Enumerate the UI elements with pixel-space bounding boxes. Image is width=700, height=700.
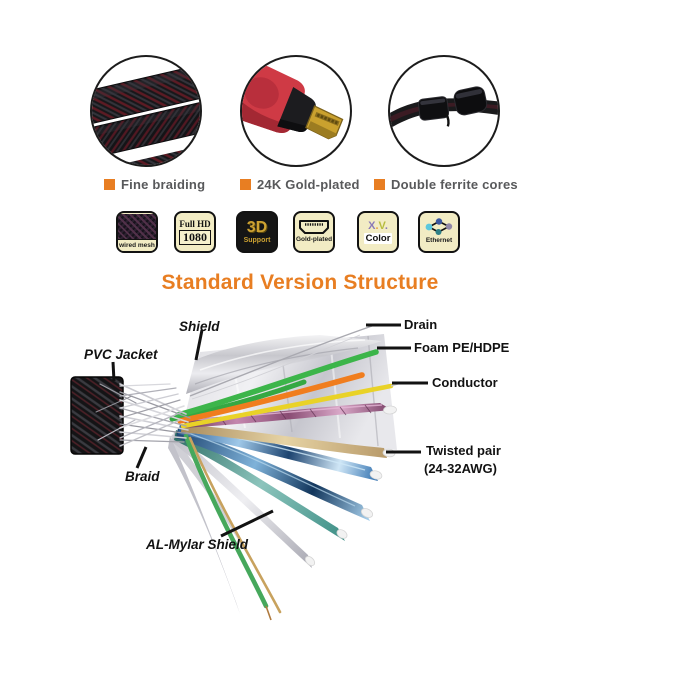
hdmi-plug-photo-art	[242, 64, 344, 140]
foil-strip-purple	[184, 403, 392, 428]
foil-strip-tan	[181, 424, 387, 458]
tan-wire-bottom	[188, 436, 282, 614]
feature-label: 24K Gold-plated	[257, 177, 360, 192]
badge-xv-color: X.V. Color	[357, 211, 399, 253]
orange-square-bullet-icon	[374, 179, 385, 190]
feature-label: Fine braiding	[121, 177, 206, 192]
feature-gold-plated: 24K Gold-plated	[240, 177, 360, 192]
badge-full-hd-1080: Full HD 1080	[174, 211, 216, 253]
ethernet-network-icon	[425, 218, 453, 235]
braiding-photo	[90, 55, 202, 167]
copper-tip	[265, 605, 272, 621]
label-shield: Shield	[179, 319, 220, 334]
badge-label: Gold-plated	[295, 236, 333, 243]
section-title: Standard Version Structure	[161, 271, 439, 294]
braid-strands	[95, 383, 191, 447]
orange-square-bullet-icon	[240, 179, 251, 190]
label-pvc-jacket: PVC Jacket	[84, 347, 158, 362]
braiding-photo-art	[92, 63, 200, 165]
label-drain: Drain	[404, 317, 438, 332]
leader-lines	[111, 323, 428, 538]
ferrite-cores-photo-art	[390, 86, 498, 129]
foil-strip-blue	[178, 424, 378, 481]
label-foam-pe-hdpe: Foam PE/HDPE	[414, 340, 510, 355]
hdmi-plug-photo	[240, 55, 352, 167]
feature-fine-braiding: Fine braiding	[104, 177, 205, 192]
xv-letter: V	[378, 219, 385, 232]
yellow-wire	[180, 383, 394, 429]
label-twisted-pair: Twisted pair	[426, 443, 501, 458]
feature-label: Double ferrite cores	[391, 177, 518, 192]
xv-letter: X	[368, 219, 376, 232]
orange-wire	[177, 372, 365, 424]
shield-foil	[186, 335, 382, 394]
badge-ethernet: Ethernet	[418, 211, 460, 253]
pvc-jacket-block	[70, 376, 124, 455]
label-braid: Braid	[125, 469, 160, 484]
label-al-mylar-shield: AL-Mylar Shield	[146, 537, 249, 552]
ferrite-cores-photo	[388, 55, 500, 167]
foil-strip-silver	[170, 434, 276, 606]
green-wire-2	[169, 379, 307, 422]
badge-label-bottom: Support	[243, 236, 271, 244]
foil-tips	[304, 405, 397, 567]
badge-label-top: Full HD	[179, 219, 211, 229]
badge-gold-plated: Gold-plated	[293, 211, 335, 253]
badge-label-bottom: 1080	[179, 230, 211, 245]
hdmi-connector-icon	[299, 220, 329, 234]
badge-label: Color	[363, 232, 393, 244]
drain-wire	[189, 325, 373, 397]
green-wire	[175, 349, 379, 418]
xv-letters: X.V.	[368, 219, 388, 232]
label-awg: (24-32AWG)	[424, 461, 497, 476]
foil-strip-teal	[174, 430, 345, 541]
foil-strip-blue	[176, 428, 370, 521]
cable-structure-diagram	[70, 323, 428, 621]
xv-dot: .	[384, 219, 388, 232]
foil-strip-silver	[172, 432, 312, 568]
badge-label: wired mesh	[118, 238, 156, 251]
orange-square-bullet-icon	[104, 179, 115, 190]
badge-3d-support: 3D Support	[236, 211, 278, 253]
label-conductor: Conductor	[432, 375, 498, 390]
badge-label-top: 3D	[246, 218, 268, 236]
foil-strip-silver	[168, 436, 240, 614]
green-wire-bottom	[183, 433, 269, 609]
wired-mesh-icon	[118, 213, 156, 239]
badge-label: Ethernet	[425, 237, 453, 244]
feature-ferrite-cores: Double ferrite cores	[374, 177, 518, 192]
badge-wired-mesh: wired mesh	[116, 211, 158, 253]
xv-dot: .	[375, 219, 379, 232]
